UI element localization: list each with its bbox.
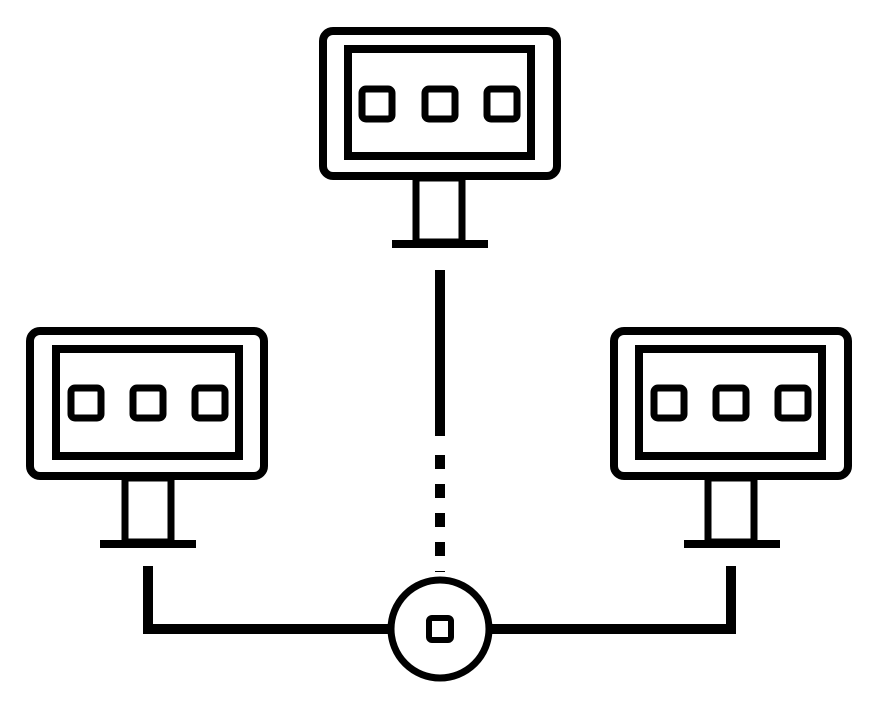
monitor-left-stand bbox=[121, 474, 175, 546]
hub-port-icon bbox=[426, 615, 454, 643]
link-right bbox=[490, 566, 736, 634]
monitor-right bbox=[610, 327, 852, 548]
monitor-right-dot-3 bbox=[774, 384, 812, 422]
monitor-left bbox=[26, 327, 268, 548]
monitor-left-dot-1 bbox=[67, 384, 105, 422]
monitor-top bbox=[319, 27, 561, 248]
link-left bbox=[143, 566, 390, 634]
monitor-top-stand bbox=[412, 174, 466, 246]
monitor-right-dot-1 bbox=[650, 384, 688, 422]
monitor-top-dot-1 bbox=[358, 85, 396, 123]
monitor-right-dot-2 bbox=[712, 384, 750, 422]
monitor-top-screen bbox=[344, 45, 535, 160]
network-hub bbox=[387, 576, 493, 682]
monitor-left-dot-2 bbox=[129, 384, 167, 422]
hub-circle bbox=[387, 576, 493, 682]
monitor-left-dot-3 bbox=[191, 384, 229, 422]
monitor-right-screen bbox=[635, 345, 826, 460]
links bbox=[143, 270, 736, 634]
monitor-top-dot-3 bbox=[483, 85, 521, 123]
monitor-top-dot-2 bbox=[421, 85, 459, 123]
monitor-left-screen bbox=[52, 345, 243, 460]
monitor-right-stand bbox=[704, 474, 758, 546]
